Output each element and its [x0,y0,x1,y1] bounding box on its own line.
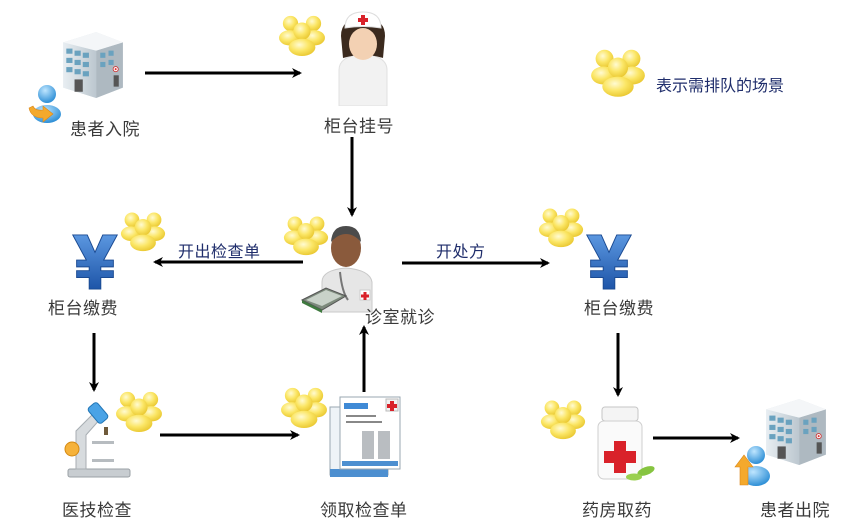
node-label-medical-exam: 医技检查 [62,501,132,521]
nurse-icon [338,11,388,106]
node-label-pharmacy: 药房取药 [582,501,652,521]
legend-queue-icon [590,45,646,97]
hospital-building-icon [55,28,127,100]
node-label-consultation: 诊室就诊 [365,308,435,328]
microscope-icon [64,402,131,478]
yuan-icon [584,233,634,291]
node-label-collect-report: 领取检查单 [320,501,408,521]
yuan-icon [70,233,120,291]
node-label-payment-exam: 柜台缴费 [48,299,118,319]
legend-label: 表示需排队的场景 [656,76,785,95]
doctor-icon [300,226,373,313]
queue-icon-collect-report [280,384,328,428]
queue-icon-payment-exam [120,208,166,252]
node-label-payment-rx: 柜台缴费 [584,299,654,319]
edge-label-issue-exam-order: 开出检查单 [178,242,261,261]
queue-icon-pharmacy [540,396,586,440]
medicine-bottle-icon [597,406,655,481]
report-document-icon [329,396,401,477]
node-label-admission: 患者入院 [70,120,140,140]
patient-discharge-icon [734,446,770,486]
node-label-registration: 柜台挂号 [324,117,394,137]
node-label-discharge: 患者出院 [760,501,830,521]
queue-icon-registration [278,12,326,56]
edge-label-prescribe: 开处方 [436,242,486,261]
queue-icon-payment-rx [538,204,584,248]
patient-arrival-icon [28,85,61,123]
